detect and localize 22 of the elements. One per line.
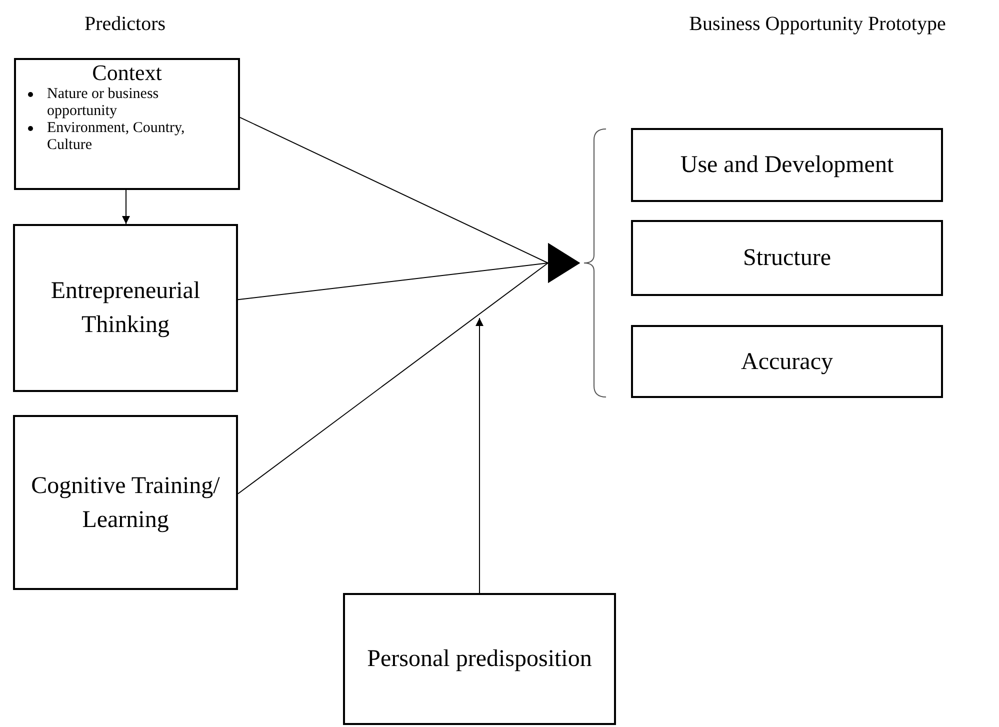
context-box	[14, 58, 240, 190]
column-heading: Predictors	[83, 12, 167, 37]
bullet-item: Nature or business opportunity	[47, 86, 160, 120]
process-box	[631, 220, 943, 296]
process-box	[631, 325, 943, 398]
process-box	[343, 593, 616, 725]
arrow	[122, 190, 130, 224]
process-box	[13, 415, 238, 590]
curly-bracket	[584, 128, 606, 398]
bullet-item: Environment, Country, Culture	[47, 120, 186, 154]
arrow	[476, 318, 484, 594]
box-text: Accuracy	[741, 348, 833, 376]
process-box	[631, 128, 943, 202]
box-text: Use and Development	[680, 151, 894, 180]
box-text: Structure	[743, 244, 831, 273]
column-heading: Business Opportunity Prototype	[688, 12, 947, 37]
arrow	[238, 243, 580, 494]
box-text: Cognitive Training/ Learning	[30, 472, 221, 534]
process-box	[13, 224, 238, 392]
box-heading: Context	[91, 62, 163, 84]
box-text: Personal predisposition	[367, 645, 592, 674]
box-text: Entrepreneurial Thinking	[50, 277, 202, 340]
